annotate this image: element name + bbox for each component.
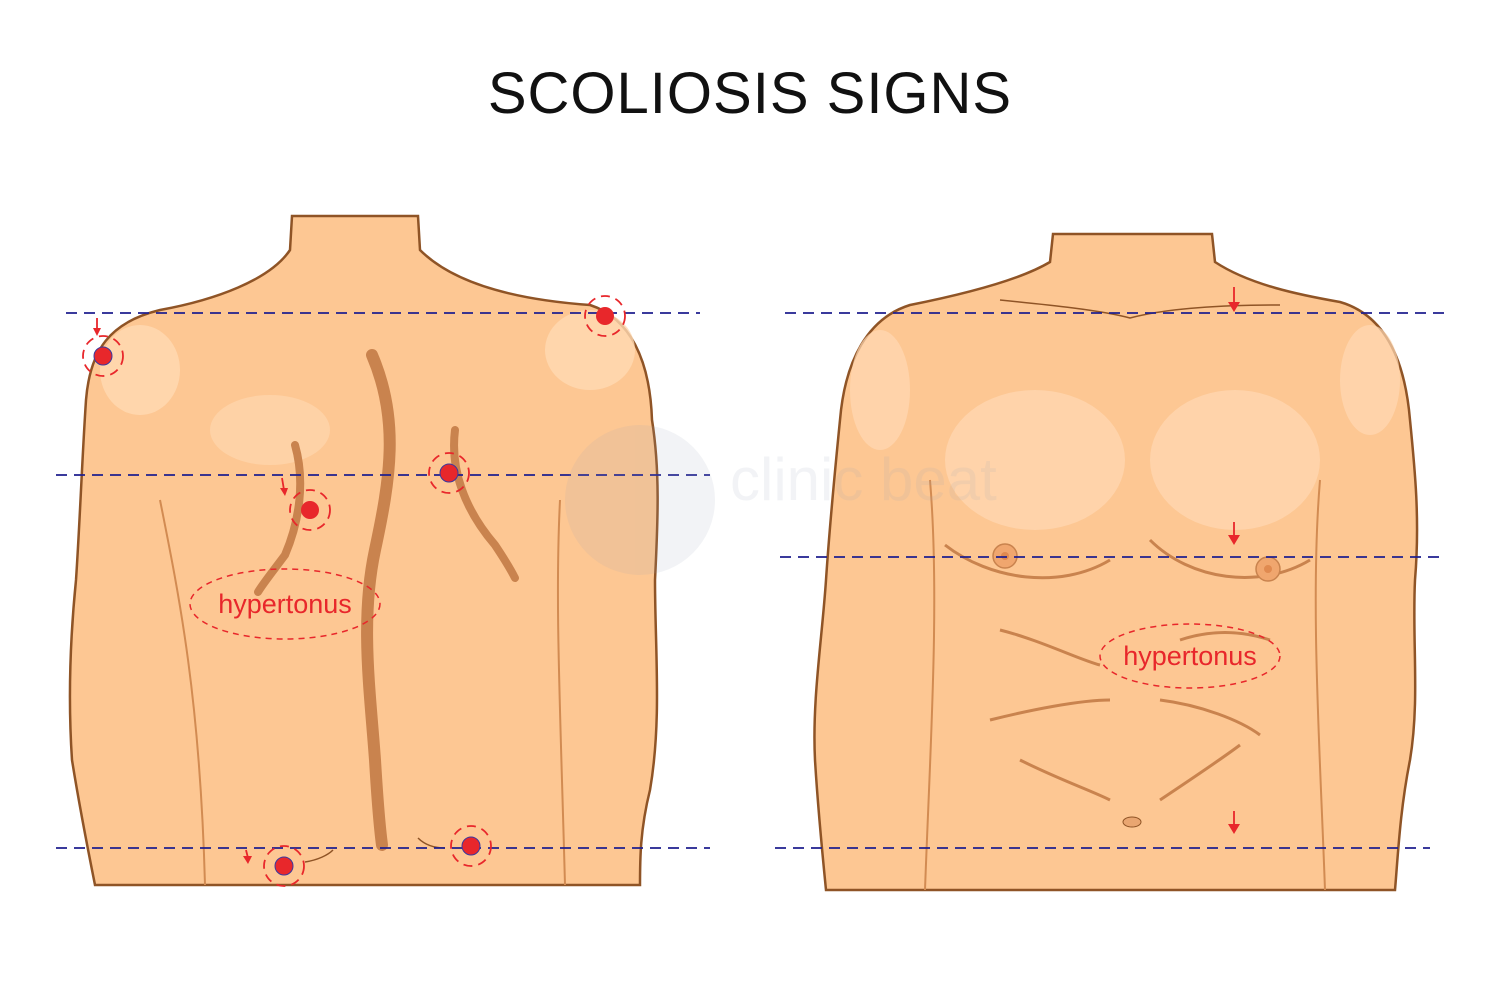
front-hypertonus-area — [1099, 623, 1281, 689]
left-nipple-center — [1001, 552, 1009, 560]
arrow-left-hip-icon — [243, 849, 252, 864]
arrow-front-shoulder-icon — [1228, 287, 1240, 312]
marker-right-shoulder — [584, 295, 626, 337]
abs-line-5 — [1019, 758, 1111, 802]
spine-curve — [361, 349, 396, 851]
back-highlight-left-blade — [210, 395, 330, 465]
left-scapula-shadow — [254, 441, 305, 596]
front-view: hypertonus — [813, 232, 1419, 892]
back-right-arm-line — [556, 499, 566, 886]
marker-left-shoulder — [82, 335, 124, 377]
arrows — [93, 287, 1240, 864]
back-highlight-left-shoulder — [100, 325, 180, 415]
marker-right-hip — [450, 825, 492, 867]
abs-line-3 — [989, 698, 1111, 722]
arrow-left-shoulder-icon — [93, 318, 101, 336]
right-scapula-shadow — [450, 426, 519, 582]
abs-line-2 — [1179, 631, 1271, 642]
back-view: hypertonus — [68, 214, 659, 887]
watermark: clinic beat — [565, 425, 997, 575]
page-title: SCOLIOSIS SIGNS — [487, 61, 1013, 126]
lower-back-crease — [304, 849, 334, 863]
back-highlight-right-shoulder — [545, 310, 635, 390]
marker-left-scapula — [289, 489, 331, 531]
abs-line-1 — [999, 628, 1101, 667]
front-right-arm-line — [1314, 479, 1326, 891]
back-hypertonus-label: hypertonus — [218, 589, 352, 619]
front-right-shoulder-highlight — [1340, 325, 1400, 435]
marker-left-hip — [263, 845, 305, 887]
arrow-front-hip-icon — [1228, 811, 1240, 834]
front-torso-outline — [813, 232, 1419, 892]
back-torso-outline — [68, 214, 659, 887]
navel — [1122, 816, 1142, 828]
front-left-arm-line — [924, 479, 936, 891]
back-markers — [82, 295, 626, 887]
marker-right-scapula — [428, 452, 470, 494]
front-hypertonus-label: hypertonus — [1123, 641, 1257, 671]
front-right-pec-highlight — [1150, 390, 1320, 530]
abs-line-6 — [1159, 743, 1241, 802]
front-left-pec-highlight — [945, 390, 1125, 530]
right-pec-line — [1148, 538, 1311, 579]
watermark-text: clinic beat — [730, 446, 997, 513]
back-left-arm-line — [159, 499, 206, 886]
guide-lines — [56, 312, 1450, 849]
right-nipple-center — [1264, 565, 1272, 573]
watermark-logo-icon — [565, 425, 715, 575]
collarbone — [999, 299, 1281, 319]
back-hypertonus-area — [189, 568, 381, 640]
arrow-left-scapula-icon — [280, 477, 288, 496]
front-left-shoulder-highlight — [850, 330, 910, 450]
arrow-front-chest-icon — [1228, 522, 1240, 545]
abs-line-4 — [1159, 698, 1261, 737]
